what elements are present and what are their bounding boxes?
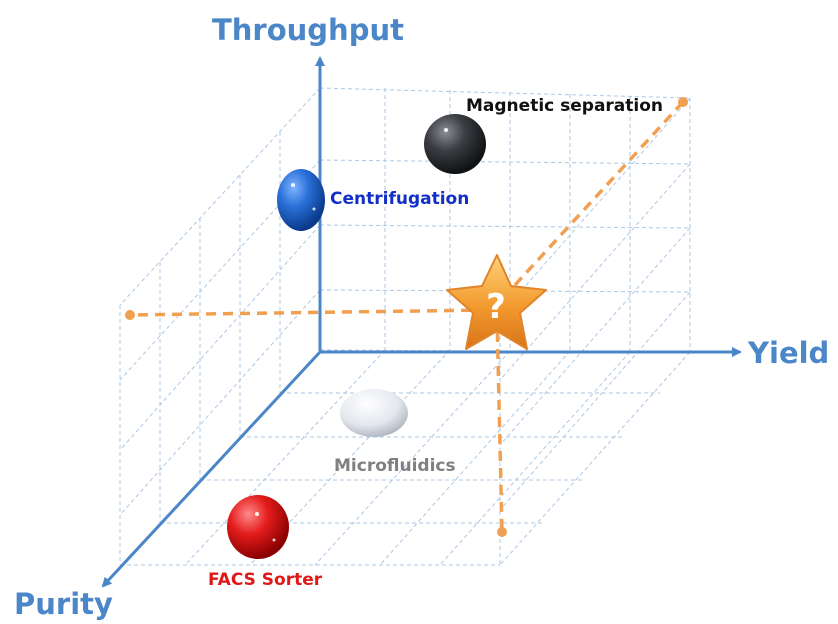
left-wall-grid	[119, 87, 321, 565]
magnetic-separation-label: Magnetic separation	[466, 96, 663, 116]
target-star-icon: ?	[446, 254, 547, 350]
right-wall-grid	[499, 97, 691, 565]
microfluidics-label: Microfluidics	[334, 456, 456, 476]
floor-grid	[120, 349, 691, 566]
facs-sorter-marker	[227, 495, 289, 559]
projection-end-top-right	[678, 97, 688, 107]
microfluidics-marker	[340, 389, 408, 437]
purity-axis-label: Purity	[14, 587, 113, 621]
target-question-mark: ?	[486, 287, 506, 327]
centrifugation-marker	[277, 169, 325, 231]
centrifugation-label: Centrifugation	[330, 189, 469, 209]
facs-sorter-label: FACS Sorter	[208, 570, 323, 590]
projection-end-left	[125, 310, 135, 320]
magnetic-separation-marker	[424, 114, 486, 174]
target-projection-lines	[129, 100, 685, 533]
purity-axis	[101, 350, 322, 588]
throughput-axis-label: Throughput	[212, 13, 404, 47]
projection-end-bottom	[497, 527, 507, 537]
yield-axis-label: Yield	[747, 336, 829, 370]
